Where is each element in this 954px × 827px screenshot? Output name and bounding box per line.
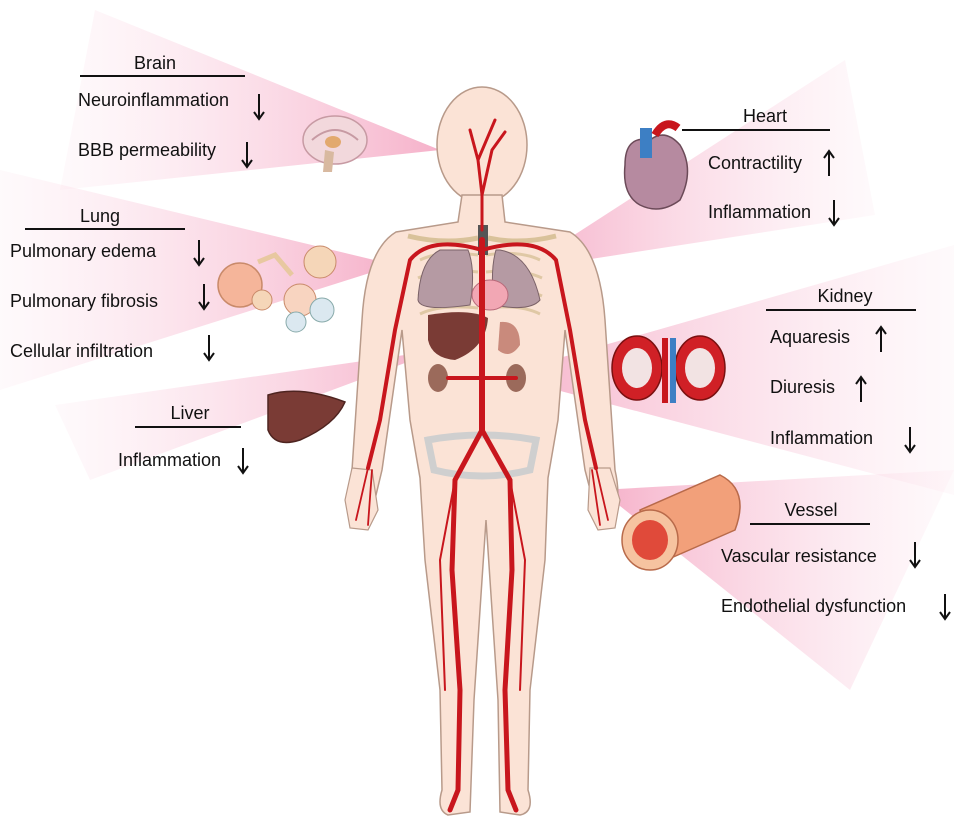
down-arrow-icon [236,446,250,476]
kidney-title: Kidney [810,286,880,307]
liver-effect-inflammation: Inflammation [118,450,221,470]
heart-icon [625,124,688,209]
brain-effect-bbb-permeability: BBB permeability [78,140,216,160]
brain-effect-neuroinflammation: Neuroinflammation [78,90,229,110]
kidney-effect-inflammation: Inflammation [770,428,873,448]
heart-underline [682,129,830,131]
brain-title: Brain [120,53,190,74]
down-arrow-icon [938,592,952,622]
liver-underline [135,426,241,428]
human-body [350,87,618,815]
down-arrow-icon [202,333,216,363]
down-arrow-icon [240,140,254,170]
up-arrow-icon [854,374,868,404]
down-arrow-icon [192,238,206,268]
up-arrow-icon [822,148,836,178]
lung-title: Lung [70,206,130,227]
liver-title: Liver [160,403,220,424]
down-arrow-icon [252,92,266,122]
vessel-effect-vascular-resistance: Vascular resistance [721,546,877,566]
liver-icon [268,391,345,442]
lung-effect-pulmonary-edema: Pulmonary edema [10,241,156,261]
kidney-effect-diuresis: Diuresis [770,377,835,397]
down-arrow-icon [903,425,917,455]
down-arrow-icon [827,198,841,228]
kidney-effect-aquaresis: Aquaresis [770,327,850,347]
vessel-title: Vessel [776,500,846,521]
body-kidney-left [428,364,448,392]
brain-icon [303,116,367,172]
body-heart [472,280,508,310]
up-arrow-icon [874,324,888,354]
lung-effect-pulmonary-fibrosis: Pulmonary fibrosis [10,291,158,311]
heart-title: Heart [730,106,800,127]
lung-underline [25,228,185,230]
lung-effect-cellular-infiltration: Cellular infiltration [10,341,153,361]
heart-effect-inflammation: Inflammation [708,202,811,222]
heart-effect-contractility: Contractility [708,153,802,173]
brain-underline [80,75,245,77]
vessel-effect-endothelial-dysfunction: Endothelial dysfunction [721,596,906,616]
vessel-underline [750,523,870,525]
down-arrow-icon [908,540,922,570]
kidney-underline [766,309,916,311]
down-arrow-icon [197,282,211,312]
